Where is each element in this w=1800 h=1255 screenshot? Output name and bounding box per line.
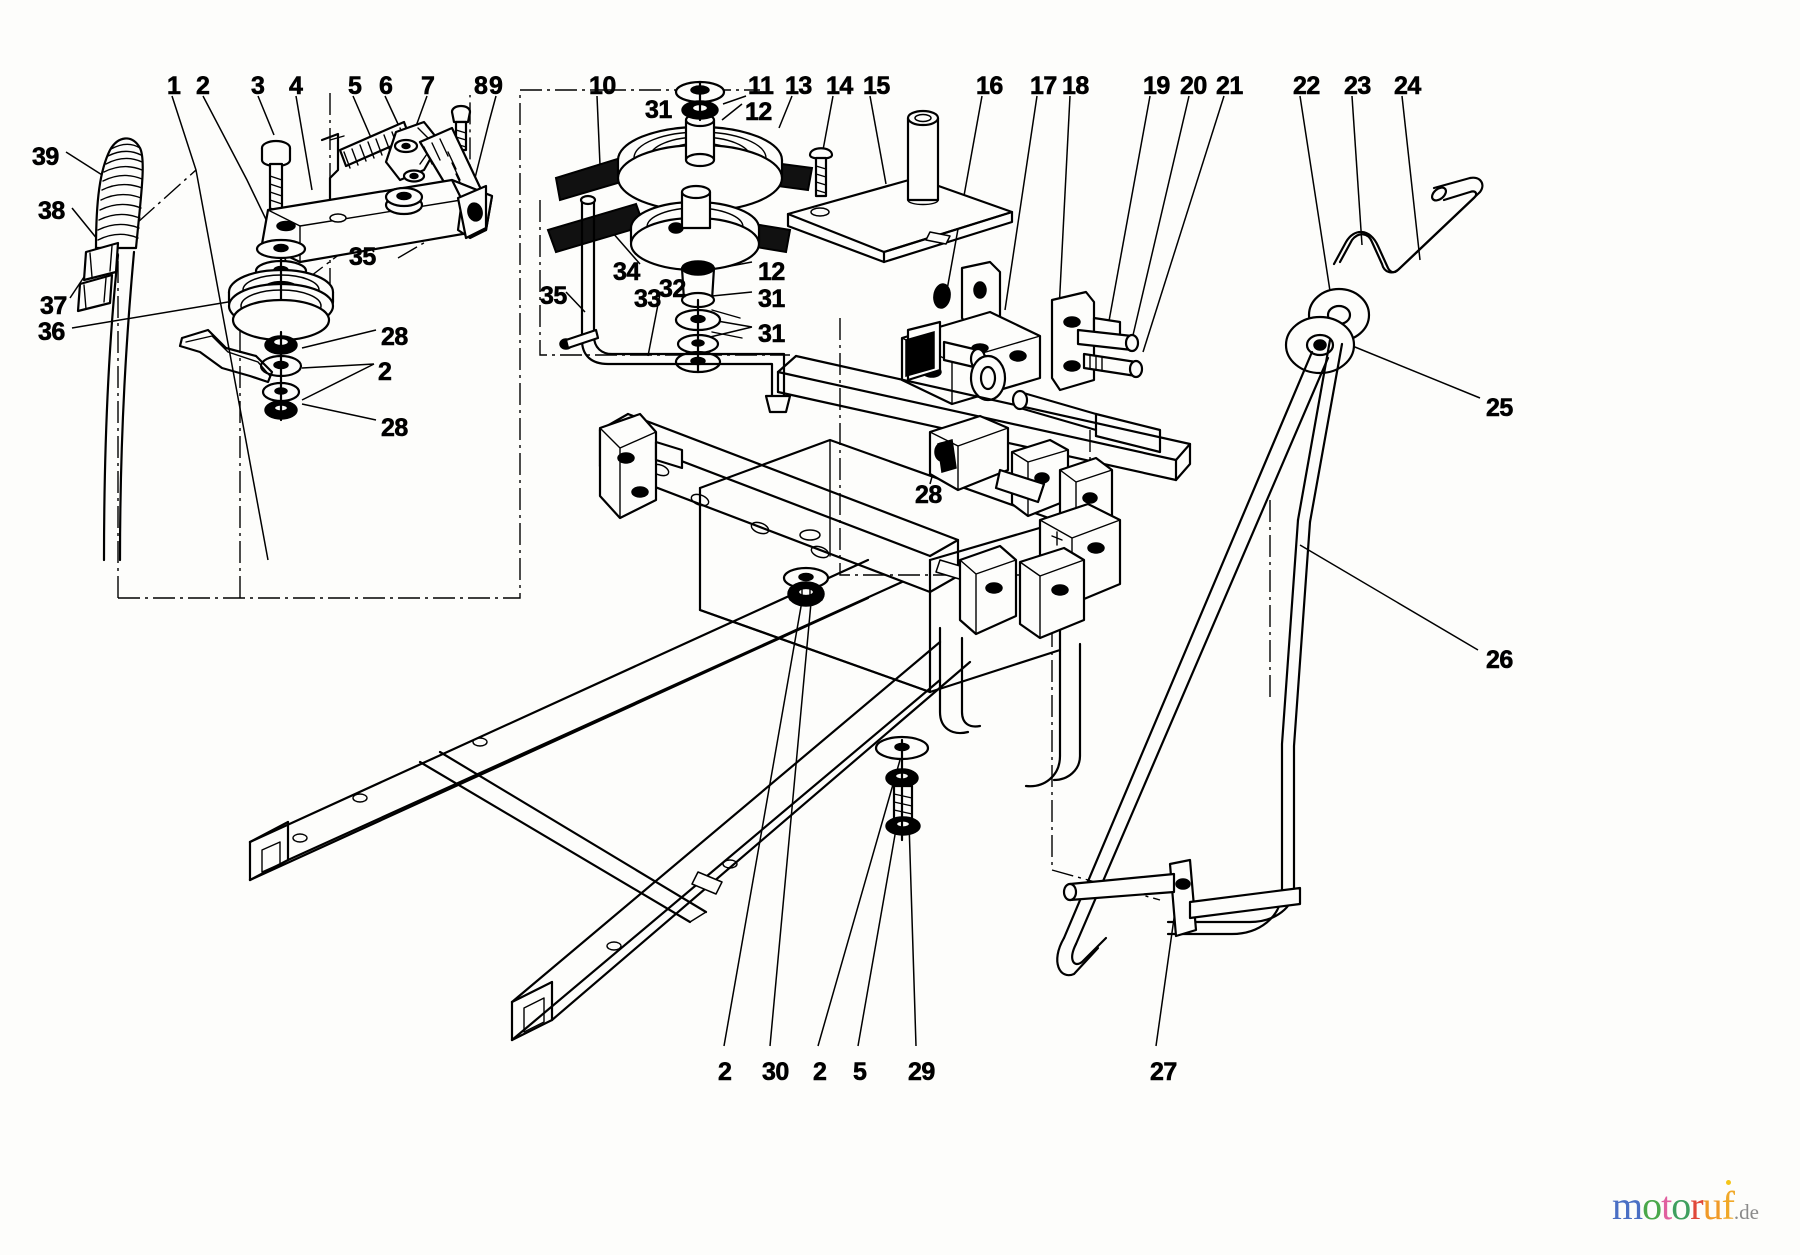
callout-number-33: 33 <box>634 285 662 313</box>
watermark-tld: .de <box>1733 1200 1759 1224</box>
callout-number-30: 30 <box>762 1058 790 1086</box>
callout-number-22: 22 <box>1293 72 1321 100</box>
bolt-part35-left <box>559 328 600 350</box>
callout-number-1: 1 <box>167 72 182 100</box>
idler-pulley-part30 <box>782 566 830 607</box>
callout-number-31: 31 <box>758 285 786 313</box>
watermark-letter-f: f <box>1721 1180 1735 1228</box>
callout-number-28: 28 <box>915 481 943 509</box>
callout-number-36: 36 <box>38 318 66 346</box>
callout-number-38: 38 <box>38 197 66 225</box>
callout-number-31: 31 <box>645 96 673 124</box>
chassis-frame <box>248 354 1192 1042</box>
callout-number-7: 7 <box>421 72 436 100</box>
callout-number-32: 32 <box>659 275 687 303</box>
leader-lines-misc <box>65 151 1481 1047</box>
callout-number-5: 5 <box>853 1058 868 1086</box>
callout-number-8: 8 <box>474 72 489 100</box>
callout-number-24: 24 <box>1394 72 1422 100</box>
handle-grip-assembly <box>76 137 144 562</box>
pins-part19-21 <box>1076 328 1144 379</box>
callout-number-4: 4 <box>289 72 304 100</box>
callout-number-2: 2 <box>813 1058 828 1086</box>
callout-number-35: 35 <box>540 282 568 310</box>
callout-number-28: 28 <box>381 414 409 442</box>
lower-pulley-part32 <box>629 184 761 374</box>
pulley-stack-left <box>227 238 335 422</box>
callout-number-20: 20 <box>1180 72 1208 100</box>
callout-number-15: 15 <box>863 72 891 100</box>
callout-number-18: 18 <box>1062 72 1090 100</box>
callout-number-2: 2 <box>718 1058 733 1086</box>
callout-number-17: 17 <box>1030 72 1058 100</box>
watermark-dot-icon <box>1725 1180 1731 1185</box>
callout-number-23: 23 <box>1344 72 1372 100</box>
watermark-letter: f <box>1721 1183 1735 1228</box>
callout-number-2: 2 <box>378 358 393 386</box>
callout-number-13: 13 <box>785 72 813 100</box>
callout-number-31: 31 <box>758 320 786 348</box>
callout-number-21: 21 <box>1216 72 1244 100</box>
upper-pulley-part13 <box>616 80 784 213</box>
callout-number-16: 16 <box>976 72 1004 100</box>
spring-link-assembly <box>320 120 442 202</box>
callout-number-14: 14 <box>826 72 854 100</box>
callout-number-12: 12 <box>758 258 786 286</box>
callout-number-28: 28 <box>381 323 409 351</box>
callout-number-26: 26 <box>1486 646 1514 674</box>
callout-number-37: 37 <box>40 292 68 320</box>
callout-number-9: 9 <box>489 72 504 100</box>
callout-number-39: 39 <box>32 143 60 171</box>
callout-number-19: 19 <box>1143 72 1171 100</box>
callout-number-2: 2 <box>196 72 211 100</box>
callout-number-5: 5 <box>348 72 363 100</box>
callout-number-11: 11 <box>748 72 775 100</box>
callout-number-27: 27 <box>1150 1058 1178 1086</box>
paddle-part27 <box>1062 858 1302 938</box>
watermark-letter: o <box>1642 1183 1662 1228</box>
flat-linkage-bar <box>178 328 274 384</box>
callout-number-12: 12 <box>745 98 773 126</box>
callout-number-10: 10 <box>589 72 617 100</box>
callout-number-3: 3 <box>251 72 266 100</box>
callout-number-34: 34 <box>613 258 641 286</box>
watermark-letter: r <box>1690 1183 1703 1228</box>
watermark-letter: m <box>1612 1183 1643 1228</box>
shift-bracket-part16-17 <box>900 260 1042 406</box>
callout-number-25: 25 <box>1486 394 1514 422</box>
callout-number-6: 6 <box>379 72 394 100</box>
callout-number-35: 35 <box>349 243 377 271</box>
watermark-letter: o <box>1671 1183 1691 1228</box>
plate-tube-part15 <box>786 109 1014 264</box>
watermark-letter: u <box>1702 1183 1723 1228</box>
callout-number-29: 29 <box>908 1058 936 1086</box>
bolt-stack-bottom <box>874 735 930 842</box>
screw-part14 <box>808 147 834 198</box>
motoruf-watermark: motoruf.de <box>1612 1180 1759 1228</box>
watermark-letter: t <box>1661 1183 1672 1228</box>
